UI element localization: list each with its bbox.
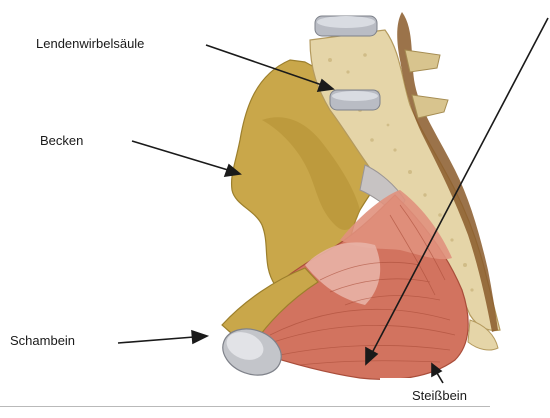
arrow-schambein — [118, 337, 194, 343]
bottom-divider-line — [0, 406, 490, 407]
arrow-becken — [132, 141, 228, 170]
label-becken: Becken — [40, 133, 83, 148]
vertebral-disc-middle-face — [332, 91, 378, 101]
vertebral-disc-top-face — [317, 16, 375, 28]
arrowhead-schambein — [192, 331, 207, 343]
label-schambein: Schambein — [10, 333, 75, 348]
label-steissbein: Steißbein — [412, 388, 467, 403]
label-lendenwirbelsaeule: Lendenwirbelsäule — [36, 36, 144, 51]
